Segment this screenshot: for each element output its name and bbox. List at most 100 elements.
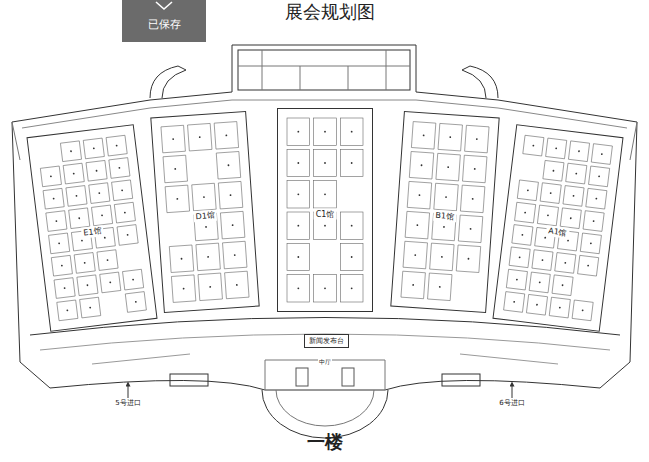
booth-dot bbox=[297, 162, 299, 164]
booth-dot bbox=[225, 134, 227, 136]
booth-dot bbox=[66, 309, 68, 311]
booth-dot bbox=[93, 147, 95, 149]
booth bbox=[287, 149, 310, 176]
booth-dot bbox=[595, 198, 597, 200]
booth-dot bbox=[527, 189, 529, 191]
booth-dot bbox=[64, 287, 66, 289]
booth-dot bbox=[573, 195, 575, 197]
booth-dot bbox=[570, 217, 572, 219]
booth-dot bbox=[474, 168, 476, 170]
booth bbox=[460, 185, 484, 213]
booth-dot bbox=[61, 265, 63, 267]
booth bbox=[436, 153, 460, 181]
booth bbox=[86, 160, 107, 181]
booth bbox=[223, 241, 247, 269]
exhibition-hall: B1馆 bbox=[390, 111, 499, 313]
hall-name: A1馆 bbox=[546, 225, 570, 239]
booth-dot bbox=[539, 281, 541, 283]
booth bbox=[428, 273, 452, 301]
booth bbox=[43, 188, 64, 209]
booth-dot bbox=[559, 307, 561, 309]
booth bbox=[566, 163, 587, 184]
booth-dot bbox=[84, 262, 86, 264]
booth bbox=[532, 250, 553, 271]
booth-dot bbox=[521, 234, 523, 236]
booth bbox=[314, 149, 337, 176]
desk-name: 新闻发布台 bbox=[309, 337, 344, 345]
booth-dot bbox=[297, 193, 299, 195]
booth bbox=[523, 135, 544, 156]
booth bbox=[537, 205, 558, 226]
booth bbox=[403, 241, 427, 269]
hall-name: D1馆 bbox=[193, 210, 217, 223]
booth bbox=[314, 181, 337, 208]
booth bbox=[504, 292, 525, 313]
booth-dot bbox=[73, 173, 75, 175]
booth-dot bbox=[121, 189, 123, 191]
booth bbox=[225, 271, 249, 299]
booth-dot bbox=[234, 254, 236, 256]
exhibition-hall: C1馆 bbox=[277, 108, 373, 312]
booth bbox=[456, 245, 480, 273]
booth bbox=[591, 144, 612, 165]
booth-dot bbox=[205, 226, 207, 228]
booth bbox=[583, 211, 604, 232]
booth bbox=[526, 294, 547, 315]
booth-dot bbox=[564, 262, 566, 264]
booth bbox=[117, 225, 138, 246]
booth bbox=[458, 215, 482, 243]
booth-dot bbox=[297, 131, 299, 133]
booth-dot bbox=[183, 288, 185, 290]
booth-dot bbox=[552, 170, 554, 172]
booth bbox=[109, 158, 130, 179]
booth-dot bbox=[199, 136, 201, 138]
booth-dot bbox=[124, 212, 126, 214]
booth bbox=[405, 211, 429, 239]
booth-dot bbox=[58, 242, 60, 244]
booth-dot bbox=[324, 131, 326, 133]
booth-grid bbox=[504, 135, 613, 320]
booth-dot bbox=[89, 307, 91, 309]
booth-dot bbox=[562, 284, 564, 286]
booth-dot bbox=[536, 304, 538, 306]
booth bbox=[91, 205, 112, 226]
booth bbox=[77, 275, 98, 296]
booth-dot bbox=[544, 237, 546, 239]
booth bbox=[89, 183, 110, 204]
booth bbox=[40, 166, 61, 187]
booth bbox=[218, 181, 242, 209]
booth-dot bbox=[414, 254, 416, 256]
booth bbox=[540, 183, 561, 204]
booth bbox=[163, 155, 187, 183]
booth-dot bbox=[351, 287, 353, 289]
booth bbox=[74, 253, 95, 274]
booth bbox=[100, 272, 121, 293]
booth bbox=[287, 212, 310, 239]
booth-dot bbox=[519, 256, 521, 258]
booth-dot bbox=[207, 256, 209, 258]
booth bbox=[560, 208, 581, 229]
booth bbox=[546, 138, 567, 159]
booth bbox=[106, 135, 127, 156]
booth bbox=[563, 186, 584, 207]
booth-dot bbox=[297, 256, 299, 258]
booth bbox=[409, 151, 433, 179]
booth-dot bbox=[351, 162, 353, 164]
booth bbox=[69, 208, 90, 229]
booth bbox=[198, 273, 222, 301]
booth bbox=[407, 181, 431, 209]
booth-grid bbox=[38, 135, 147, 320]
booth-dot bbox=[351, 256, 353, 258]
booth-dot bbox=[524, 212, 526, 214]
booth bbox=[430, 243, 454, 271]
booth bbox=[123, 269, 144, 290]
booth-dot bbox=[236, 284, 238, 286]
booth-dot bbox=[78, 217, 80, 219]
booth bbox=[543, 160, 564, 181]
booth-grid bbox=[161, 122, 249, 303]
booth bbox=[512, 225, 533, 246]
booth-dot bbox=[232, 224, 234, 226]
booth-dot bbox=[86, 284, 88, 286]
booth-dot bbox=[555, 147, 557, 149]
title: 展会规划图 bbox=[285, 2, 375, 22]
